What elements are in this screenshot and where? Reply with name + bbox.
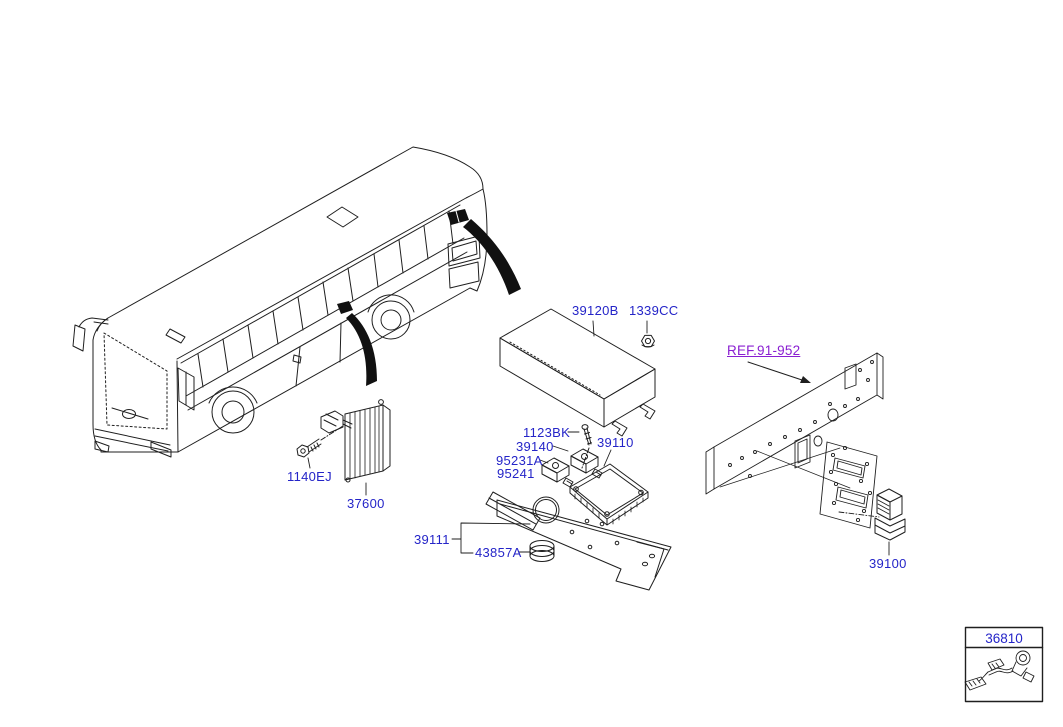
ecu-39110-drawing bbox=[569, 463, 649, 526]
bracket-39111-drawing bbox=[485, 491, 672, 591]
nut-drawing bbox=[641, 334, 655, 348]
relay-95231-drawing bbox=[541, 457, 574, 488]
part-label-1339cc[interactable]: 1339CC bbox=[629, 303, 679, 318]
part-label-39140[interactable]: 39140 bbox=[516, 439, 554, 454]
relay-39140-drawing bbox=[570, 448, 603, 479]
part-label-1123bk[interactable]: 1123BK bbox=[523, 425, 571, 440]
part-label-36810[interactable]: 36810 bbox=[985, 631, 1023, 646]
bus-illustration bbox=[72, 146, 521, 458]
legend-box bbox=[964, 626, 1044, 703]
ecu-cover-drawing bbox=[499, 308, 656, 437]
sensor-39100-drawing bbox=[874, 488, 906, 541]
part-label-39120b[interactable]: 39120B bbox=[572, 303, 619, 318]
ref-panel-drawing bbox=[705, 352, 884, 529]
part-label-ref-91-952[interactable]: REF.91-952 bbox=[727, 343, 801, 358]
part-label-95231a[interactable]: 95231A bbox=[496, 453, 543, 468]
mount-location-markers bbox=[337, 209, 521, 386]
part-label-39111[interactable]: 39111 bbox=[414, 532, 450, 547]
part-label-39110[interactable]: 39110 bbox=[597, 435, 634, 450]
grommet-drawing bbox=[529, 540, 555, 562]
part-label-37600[interactable]: 37600 bbox=[347, 496, 385, 511]
bolt-1140ej-drawing bbox=[296, 425, 344, 458]
ref-arrow bbox=[747, 361, 811, 383]
part-label-95241[interactable]: 95241 bbox=[497, 466, 535, 481]
part-label-43857a[interactable]: 43857A bbox=[475, 545, 522, 560]
part-label-39100[interactable]: 39100 bbox=[869, 556, 907, 571]
regulator-37600-drawing bbox=[320, 399, 391, 483]
harness-36810-drawing bbox=[964, 650, 1035, 691]
part-label-1140ej[interactable]: 1140EJ bbox=[287, 469, 332, 484]
leader-lines bbox=[307, 320, 890, 556]
